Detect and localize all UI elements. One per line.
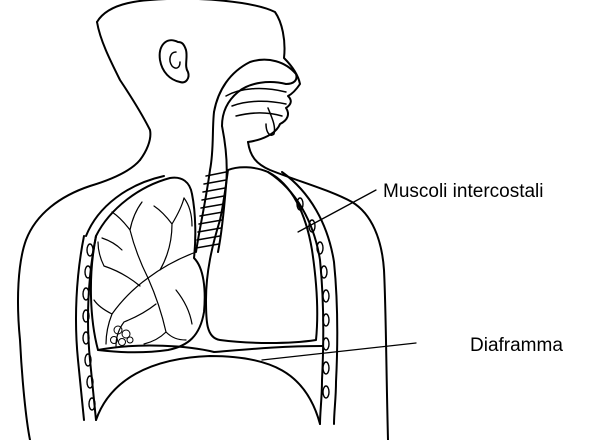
tongue — [266, 108, 275, 135]
neck-back — [18, 160, 140, 440]
bronchial-tree — [94, 198, 196, 346]
nasal-cavity — [214, 60, 297, 126]
head-outline — [97, 0, 300, 142]
alveoli-cluster — [111, 326, 134, 346]
neck-front — [248, 142, 388, 440]
right-lung-outline — [206, 167, 317, 343]
label-diaphragm: Diaframma — [470, 336, 563, 355]
ear — [160, 40, 189, 82]
ear-inner — [170, 52, 180, 68]
back-of-head — [97, 22, 150, 160]
diaphragm-leader-line — [262, 343, 416, 360]
diaphragm-lower — [96, 356, 320, 424]
diaphragm — [98, 346, 322, 352]
label-intercostal-muscles: Muscoli intercostali — [383, 182, 544, 201]
mouth — [232, 101, 286, 116]
